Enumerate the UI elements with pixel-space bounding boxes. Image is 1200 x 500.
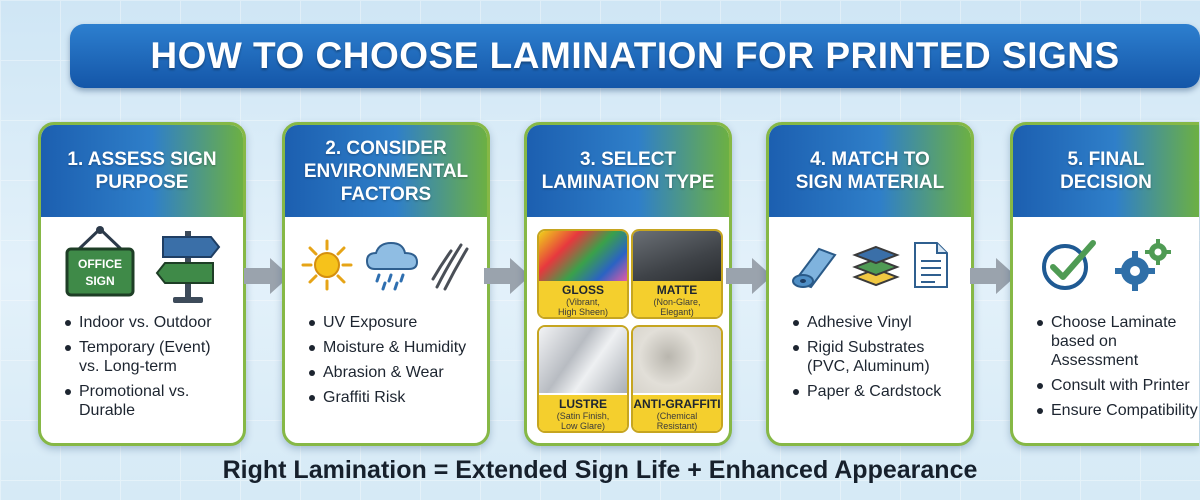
step-header: 2. CONSIDER ENVIRONMENTAL FACTORS bbox=[285, 125, 487, 217]
step-card-final-decision: 5. FINAL DECISION Choose Laminate based … bbox=[1010, 122, 1199, 446]
list-item: Graffiti Risk bbox=[309, 388, 475, 407]
lamination-name: GLOSS bbox=[561, 283, 604, 297]
list-item: Consult with Printer bbox=[1037, 376, 1199, 395]
step-card-sign-material: 4. MATCH TO SIGN MATERIAL Adhesive Vinyl… bbox=[766, 122, 974, 446]
step-header: 1. ASSESS SIGN PURPOSE bbox=[41, 125, 243, 217]
office-sign-icon: OFFICE SIGN bbox=[65, 226, 135, 297]
lamination-name: ANTI-GRAFFITI bbox=[633, 397, 721, 411]
step-heading: 3. SELECT LAMINATION TYPE bbox=[541, 149, 715, 193]
step-heading: 5. FINAL DECISION bbox=[1060, 149, 1152, 193]
flow-arrow-icon bbox=[484, 258, 530, 294]
step-icons: OFFICE SIGN bbox=[41, 217, 243, 313]
lamination-desc: (Vibrant, High Sheen) bbox=[557, 297, 609, 317]
flow-arrow-icon bbox=[970, 258, 1016, 294]
step-icons bbox=[285, 217, 487, 313]
step-icons bbox=[1013, 217, 1199, 313]
sun-icon bbox=[301, 239, 353, 291]
lamination-desc: (Non-Glare, Elegant) bbox=[653, 297, 701, 317]
rain-cloud-icon bbox=[365, 241, 419, 291]
lamination-name: LUSTRE bbox=[559, 397, 607, 411]
lamination-desc: (Satin Finish, Low Glare) bbox=[556, 411, 610, 431]
step-heading: 4. MATCH TO SIGN MATERIAL bbox=[795, 149, 945, 193]
page-title: HOW TO CHOOSE LAMINATION FOR PRINTED SIG… bbox=[150, 35, 1120, 76]
list-item: Paper & Cardstock bbox=[793, 382, 959, 401]
vinyl-roll-icon bbox=[792, 247, 837, 289]
list-item: Adhesive Vinyl bbox=[793, 313, 959, 332]
step-items: Indoor vs. Outdoor Temporary (Event) vs.… bbox=[41, 313, 243, 420]
list-item: Rigid Substrates (PVC, Aluminum) bbox=[793, 338, 959, 376]
flow-arrow-icon bbox=[726, 258, 772, 294]
step-card-assess-purpose: 1. ASSESS SIGN PURPOSE OFFICE SIGN Indoo… bbox=[38, 122, 246, 446]
list-item: Moisture & Humidity bbox=[309, 338, 475, 357]
list-item: Ensure Compatibility bbox=[1037, 401, 1199, 420]
lamination-name: MATTE bbox=[656, 283, 698, 297]
step-card-environmental-factors: 2. CONSIDER ENVIRONMENTAL FACTORS UV E bbox=[282, 122, 490, 446]
lamination-lustre: LUSTRE(Satin Finish, Low Glare) bbox=[537, 325, 629, 433]
lamination-anti-graffiti: ANTI-GRAFFITI(Chemical Resistant) bbox=[631, 325, 723, 433]
list-item: Abrasion & Wear bbox=[309, 363, 475, 382]
step-header: 4. MATCH TO SIGN MATERIAL bbox=[769, 125, 971, 217]
step-header: 3. SELECT LAMINATION TYPE bbox=[527, 125, 729, 217]
step-icons bbox=[769, 217, 971, 313]
step-card-lamination-type: 3. SELECT LAMINATION TYPE GLOSS(Vibrant,… bbox=[524, 122, 732, 446]
stacked-layers-icon bbox=[852, 245, 900, 287]
office-sign-line2: SIGN bbox=[85, 274, 114, 288]
step-items: UV Exposure Moisture & Humidity Abrasion… bbox=[285, 313, 487, 407]
lamination-matte: MATTE(Non-Glare, Elegant) bbox=[631, 229, 723, 319]
list-item: Indoor vs. Outdoor bbox=[65, 313, 231, 332]
document-icon bbox=[914, 242, 948, 288]
footer-tagline: Right Lamination = Extended Sign Life + … bbox=[222, 456, 978, 484]
gears-icon bbox=[1115, 239, 1171, 291]
list-item: UV Exposure bbox=[309, 313, 475, 332]
lamination-gloss: GLOSS(Vibrant, High Sheen) bbox=[537, 229, 629, 319]
lamination-desc: (Chemical Resistant) bbox=[656, 411, 698, 431]
step-header: 5. FINAL DECISION bbox=[1013, 125, 1199, 217]
step-items: Adhesive Vinyl Rigid Substrates (PVC, Al… bbox=[769, 313, 971, 401]
office-sign-line1: OFFICE bbox=[78, 257, 122, 271]
checkmark-circle-icon bbox=[1042, 240, 1096, 290]
title-banner: HOW TO CHOOSE LAMINATION FOR PRINTED SIG… bbox=[70, 24, 1200, 88]
direction-signpost-icon bbox=[155, 231, 221, 303]
list-item: Promotional vs. Durable bbox=[65, 382, 231, 420]
flow-arrow-icon bbox=[244, 258, 290, 294]
step-items: Choose Laminate based on Assessment Cons… bbox=[1013, 313, 1199, 420]
step-heading: 2. CONSIDER ENVIRONMENTAL FACTORS bbox=[303, 137, 469, 205]
scratch-icon bbox=[431, 243, 469, 291]
step-heading: 1. ASSESS SIGN PURPOSE bbox=[67, 149, 217, 193]
list-item: Choose Laminate based on Assessment bbox=[1037, 313, 1199, 370]
list-item: Temporary (Event) vs. Long-term bbox=[65, 338, 231, 376]
